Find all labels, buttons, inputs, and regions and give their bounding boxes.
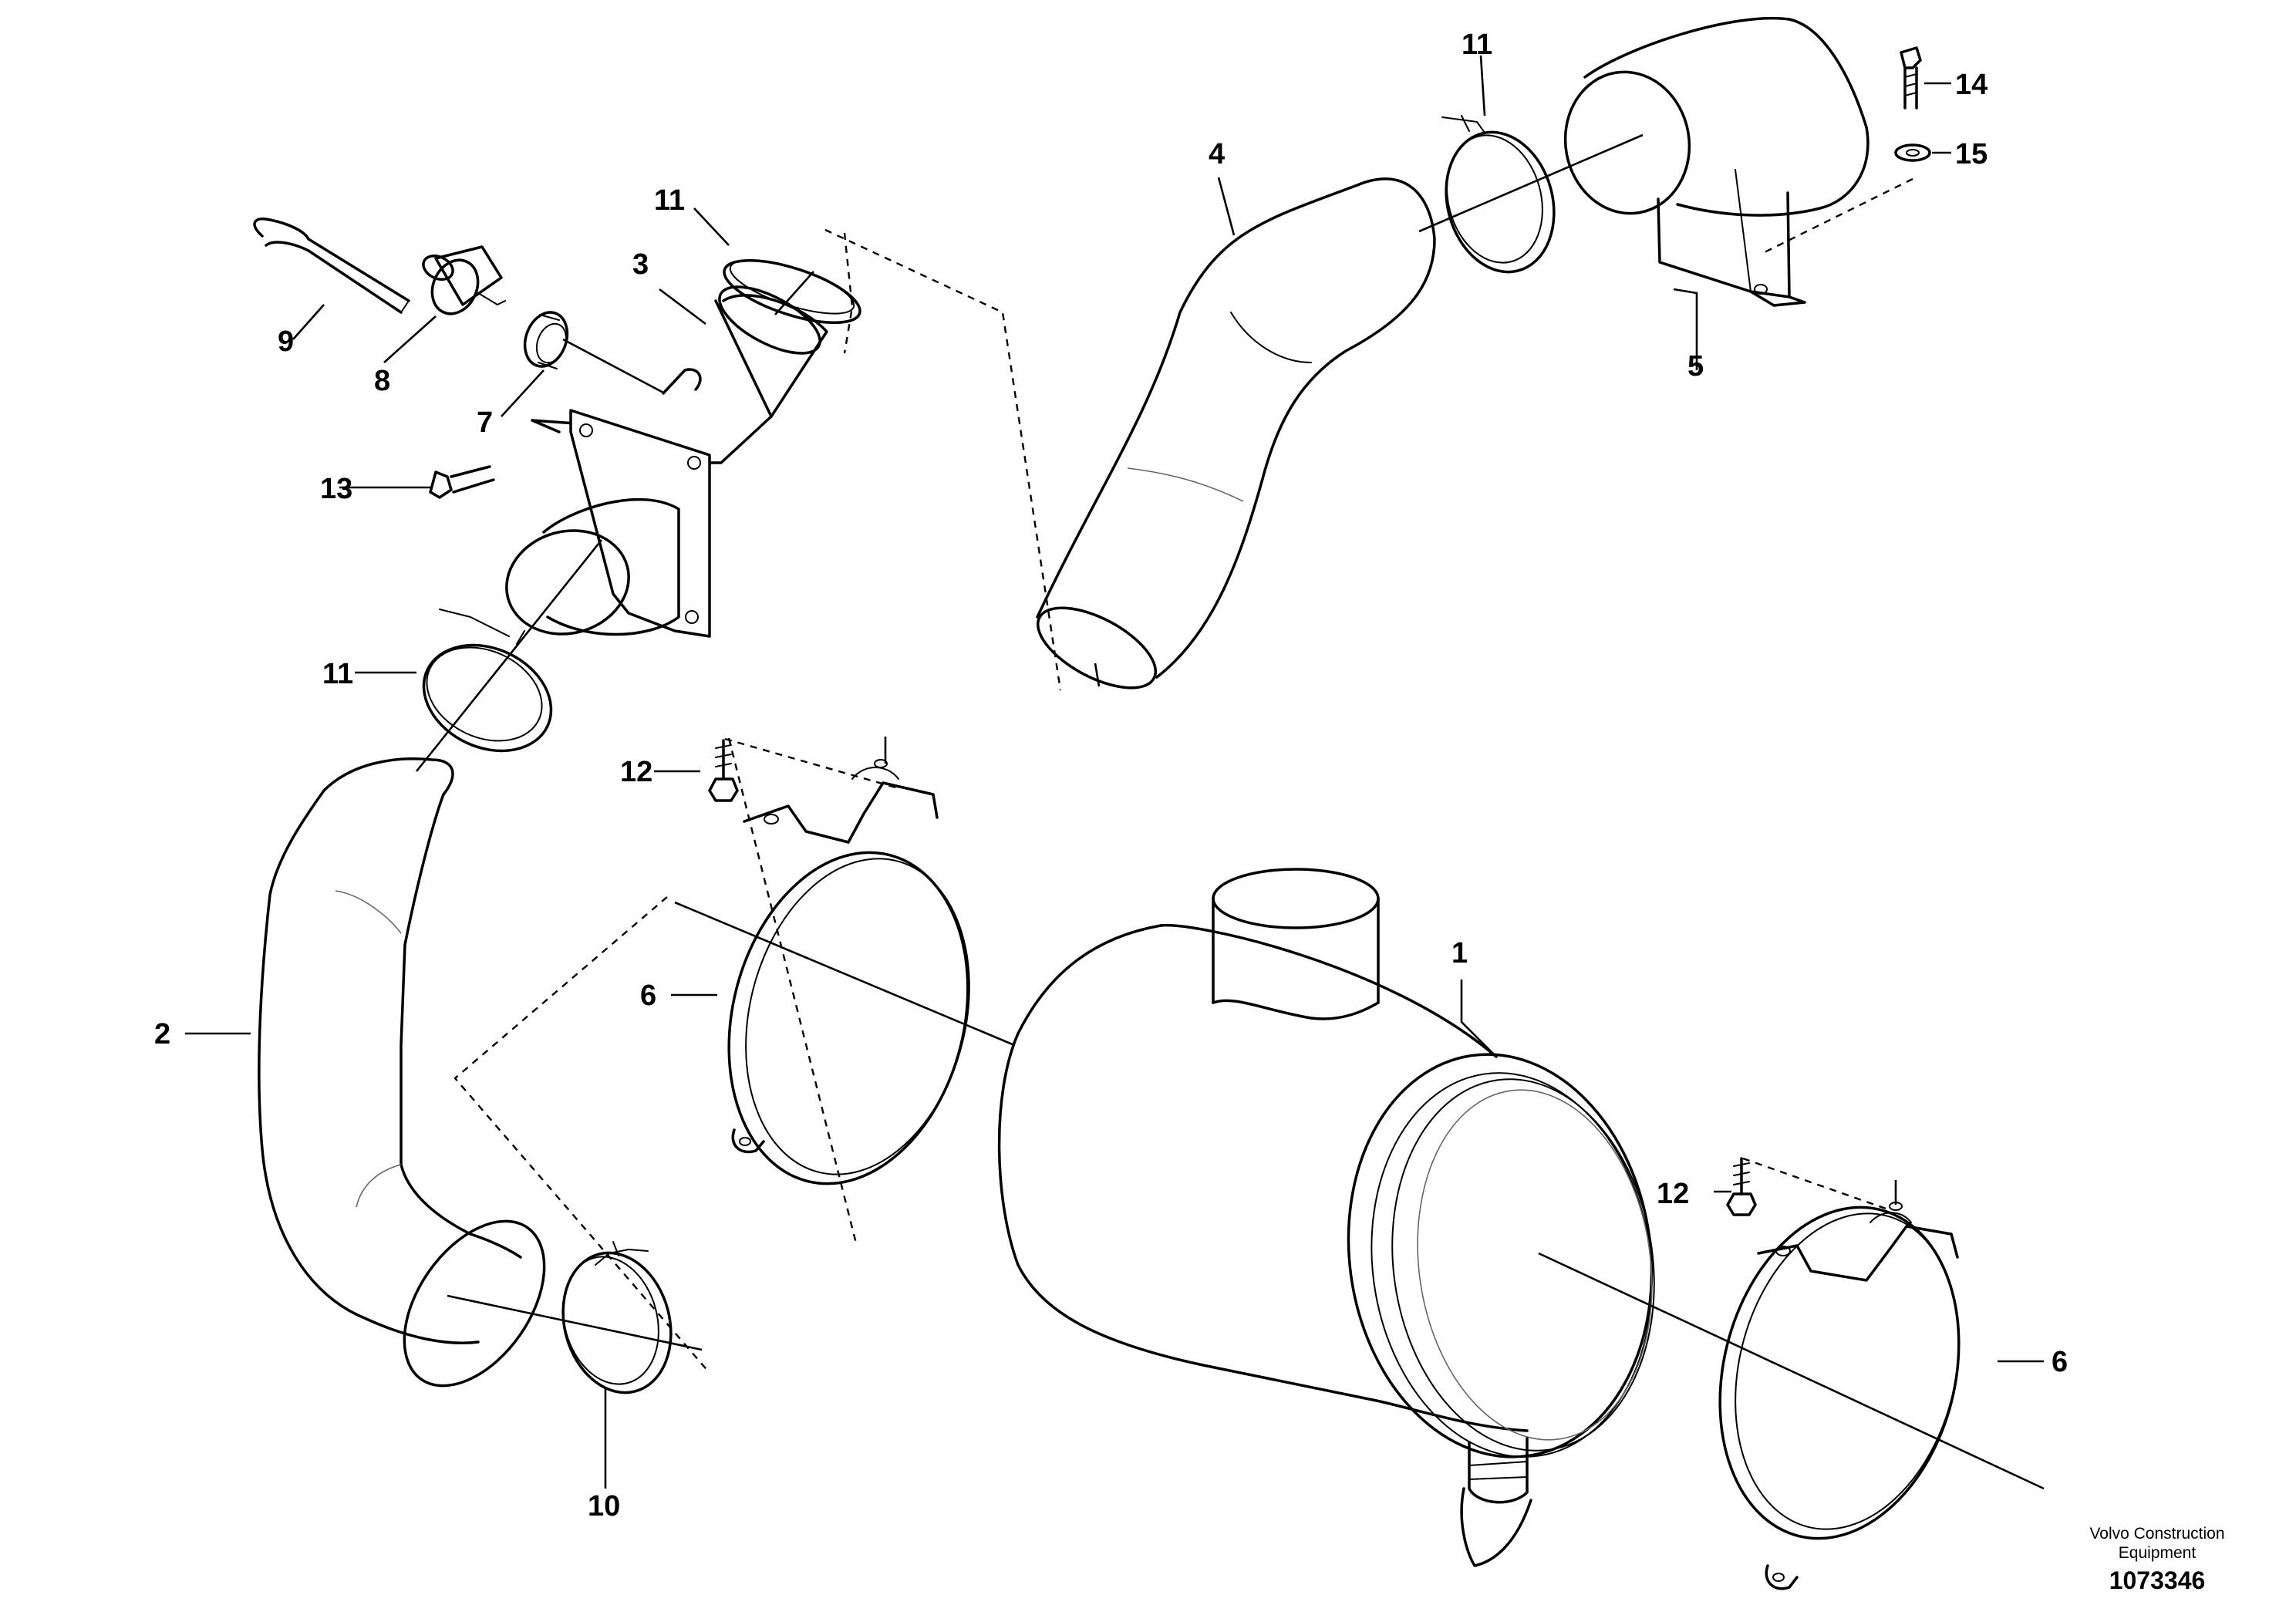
brand-line-2: Equipment bbox=[2119, 1544, 2197, 1562]
callout-5: 5 bbox=[1687, 350, 1704, 383]
hose-clamps bbox=[422, 115, 1556, 1394]
drawing-footer: Volvo Construction Equipment 1073346 bbox=[2089, 1525, 2224, 1594]
callout-13: 13 bbox=[320, 473, 352, 505]
part-3-adapter-with-flange bbox=[505, 285, 828, 638]
callout-3: 3 bbox=[632, 248, 649, 281]
callout-11-top-right: 11 bbox=[1462, 29, 1492, 61]
callout-11-top-left: 11 bbox=[654, 184, 685, 217]
callout-12-left: 12 bbox=[620, 756, 652, 788]
callout-numbers: 1 2 3 4 5 6 6 7 8 9 10 11 11 11 12 12 13… bbox=[154, 29, 2068, 1523]
part-4-upper-pipe bbox=[1036, 177, 1436, 690]
assembly-guide-lines bbox=[453, 177, 1913, 1374]
leader-lines bbox=[185, 55, 2045, 1490]
callout-12-right: 12 bbox=[1657, 1178, 1689, 1210]
callout-6-right: 6 bbox=[2052, 1346, 2068, 1378]
brand-line-1: Volvo Construction bbox=[2089, 1525, 2224, 1543]
part-1-air-cleaner bbox=[997, 868, 1655, 1567]
callout-15: 15 bbox=[1955, 138, 1988, 170]
drawing-number: 1073346 bbox=[2109, 1566, 2206, 1594]
callout-6-left: 6 bbox=[640, 980, 656, 1012]
callout-2: 2 bbox=[154, 1018, 170, 1050]
callout-4: 4 bbox=[1209, 138, 1225, 170]
callout-14: 14 bbox=[1955, 69, 1988, 101]
callout-9: 9 bbox=[278, 325, 294, 358]
callout-10: 10 bbox=[588, 1490, 620, 1523]
callout-8: 8 bbox=[374, 365, 390, 397]
callout-7: 7 bbox=[477, 406, 493, 439]
small-hardware bbox=[253, 46, 1931, 1216]
part-5-elbow-with-bracket bbox=[1563, 16, 1870, 307]
callout-1: 1 bbox=[1451, 937, 1468, 969]
band-clamps bbox=[727, 759, 1961, 1590]
callout-11-middle: 11 bbox=[322, 658, 353, 690]
part-2-lower-pipe bbox=[258, 757, 546, 1388]
